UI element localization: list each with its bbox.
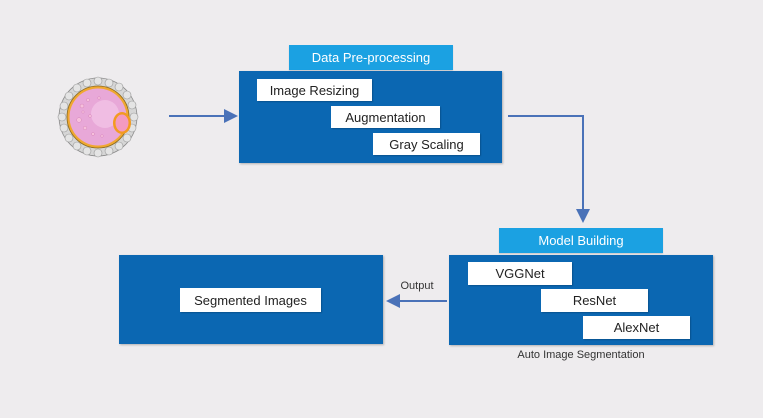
model-resnet: ResNet xyxy=(541,289,648,312)
step-image-resizing: Image Resizing xyxy=(257,79,372,101)
model-building-caption: Auto Image Segmentation xyxy=(517,349,645,361)
arrow-preprocessing-to-model xyxy=(508,115,590,223)
output-arrow-label: Output xyxy=(400,280,434,292)
model-vggnet: VGGNet xyxy=(468,262,572,285)
oocyte-cell-icon xyxy=(57,76,139,158)
step-gray-scaling: Gray Scaling xyxy=(373,133,480,155)
preprocessing-title: Data Pre-processing xyxy=(289,45,453,70)
step-augmentation: Augmentation xyxy=(331,106,440,128)
model-alexnet: AlexNet xyxy=(583,316,690,339)
model-building-title: Model Building xyxy=(499,228,663,253)
segmented-images-box: Segmented Images xyxy=(180,288,321,312)
